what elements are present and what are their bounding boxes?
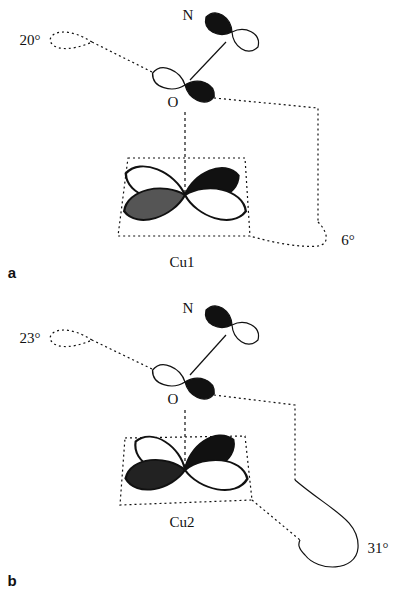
n-orbital-lobe [227,317,263,349]
o-orbital-lobe [181,76,218,106]
atom-label: O [168,392,179,407]
panel-letter: a [8,265,16,280]
angle-line [92,42,152,72]
angle-arc [50,330,92,347]
cu-orbital-lobe [120,181,188,226]
o-orbital-lobe [181,373,218,403]
cu-orbital-lobe [181,181,249,226]
angle-line [92,340,152,369]
angle-arc [50,32,92,49]
atom-label: O [168,95,179,110]
n-orbital-lobe [227,24,263,56]
panel-letter: b [7,573,16,588]
n-o-bond [190,335,226,375]
angle-label: 6° [341,233,355,248]
n-o-bond [190,42,226,80]
axis-line [184,112,185,195]
o-orbital-lobe [149,64,188,94]
atom-label: Cu1 [169,255,194,270]
axis-line [184,410,185,470]
angle-arc [295,480,358,567]
o-orbital-lobe [149,361,188,391]
angle-label: 23° [20,331,41,346]
angle-label: 20° [20,33,41,48]
angle-line [214,98,318,222]
cu-orbital-lobe [183,455,249,493]
atom-label: Cu2 [169,515,194,530]
plane-outline [118,158,250,236]
atom-label: N [183,8,194,23]
angle-line [214,395,295,480]
angle-arc [250,222,326,246]
n-orbital-lobe [201,302,237,334]
angle-label: 31° [368,541,389,556]
atom-label: N [183,301,194,316]
cu-orbital-lobe [124,455,187,492]
angle-line [252,500,300,540]
n-orbital-lobe [201,9,237,41]
